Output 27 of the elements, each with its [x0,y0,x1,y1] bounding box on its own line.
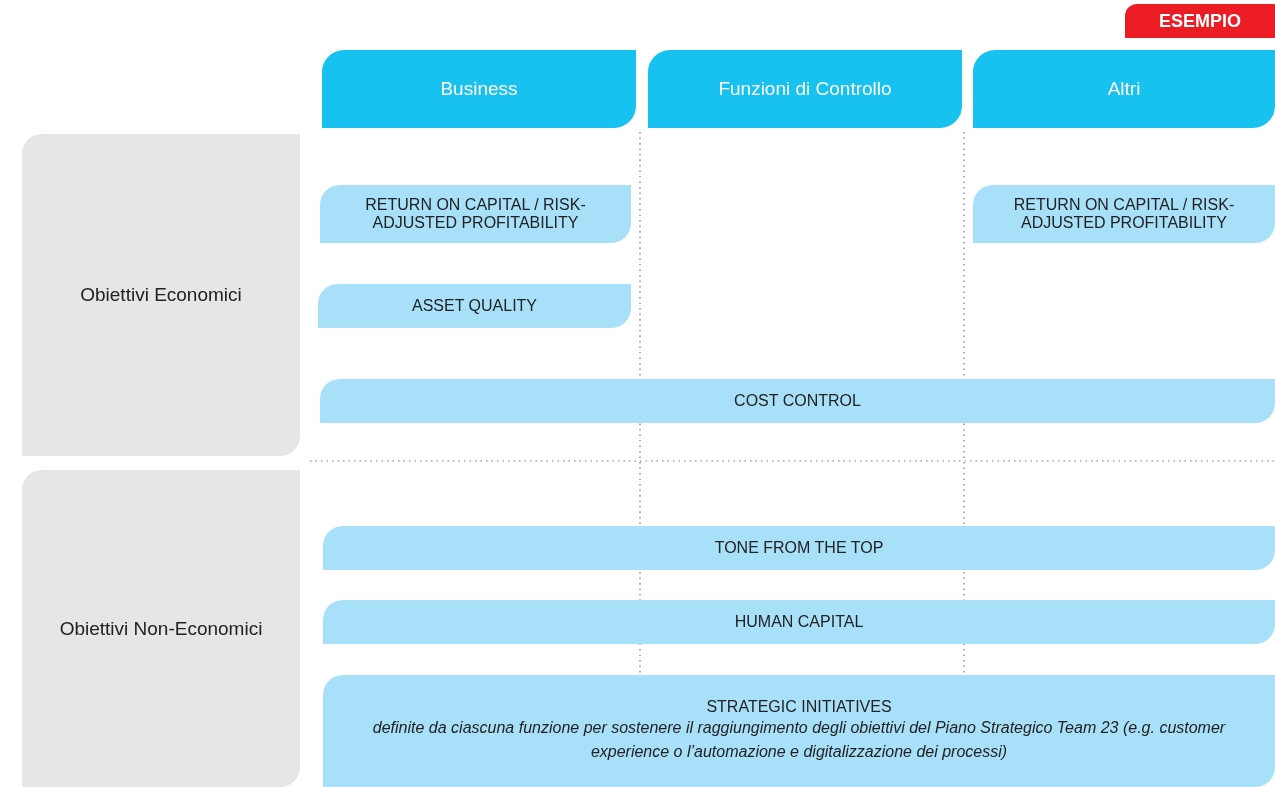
objective-bar [323,526,1275,570]
column-header-text: Business [440,78,518,100]
objective-bar [323,600,1275,644]
objective-bar [973,185,1275,243]
objective-bar-text: STRATEGIC INITIATIVES [706,698,892,716]
column-header-text: Altri [1107,78,1141,100]
column-header [322,50,636,128]
example-tag-text: ESEMPIO [1159,10,1241,32]
column-header-text: Funzioni di Controllo [718,78,892,100]
column-header [648,50,962,128]
example-tag [1125,4,1275,38]
objective-bar-text: ASSET QUALITY [411,297,538,315]
objective-bar-text: RETURN ON CAPITAL / RISK-ADJUSTED PROFITABILITY [1012,196,1236,232]
objective-bar [323,675,1275,787]
row-header [22,134,300,456]
objective-bar [318,284,631,328]
description-text: definite da ciascuna funzione per sostenere il raggiungimento degli obiettivi del Piano Strategico Team 23 (e.g. customer experience o l’automazione e digitalizzazione dei processi) [371,718,1227,762]
objective-bar-text: RETURN ON CAPITAL / RISK-ADJUSTED PROFITABILITY [364,196,587,232]
row-header-text: Obiettivi Economici [80,284,242,306]
objective-bar-text: COST CONTROL [734,392,861,410]
objective-bar-text: HUMAN CAPITAL [734,613,864,631]
row-header-text: Obiettivi Non-Economici [59,617,263,640]
column-header [973,50,1275,128]
objective-bar [320,379,1275,423]
objective-bar-text: TONE FROM THE TOP [714,539,884,557]
row-header [22,470,300,787]
objective-bar [320,185,631,243]
